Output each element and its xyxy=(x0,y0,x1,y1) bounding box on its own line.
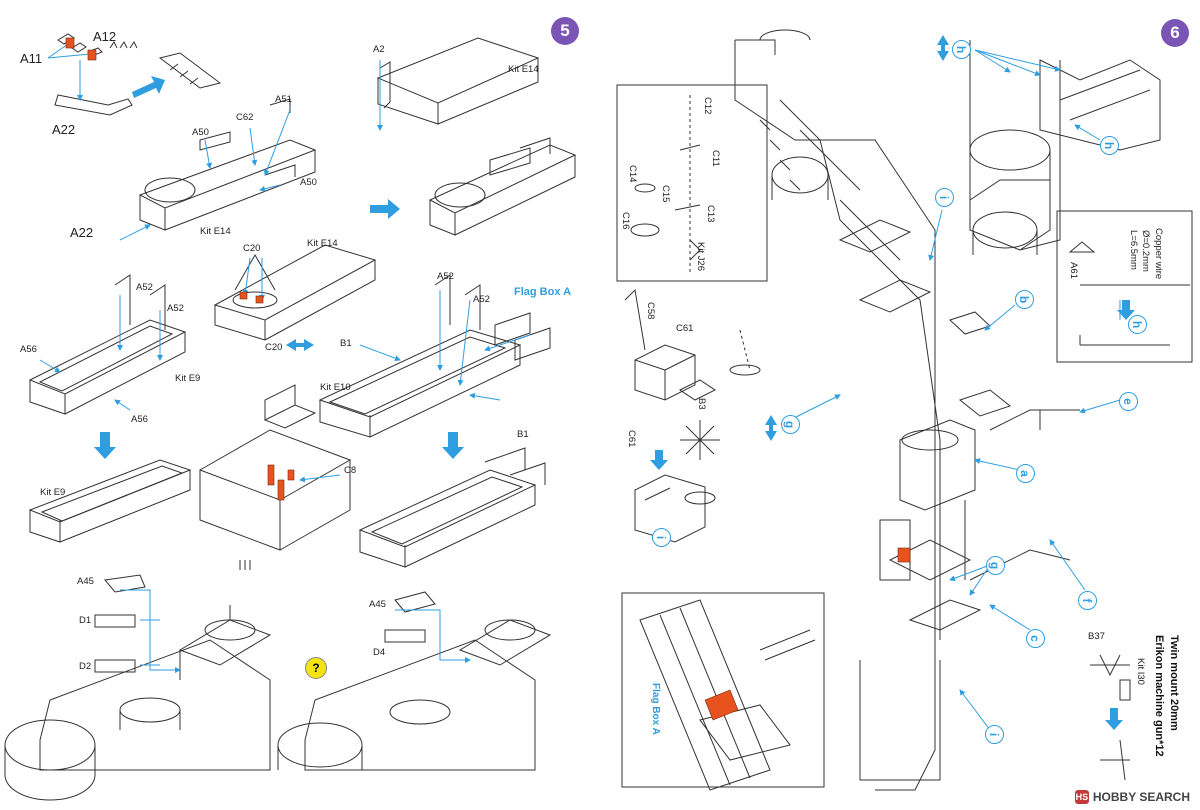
part-label: Kit E10 xyxy=(320,382,351,393)
callout-h: h xyxy=(952,40,971,59)
machine-gun-title-line2: Erikon machine gun*12 xyxy=(1153,635,1165,757)
part-label: C12 xyxy=(702,97,713,115)
callout-i: i xyxy=(985,725,1004,744)
wire-spec-label: L=6.5mm xyxy=(1128,230,1139,270)
flag-box-label: Flag Box A xyxy=(650,683,661,735)
part-label: C11 xyxy=(710,150,721,167)
part-label: C20 xyxy=(265,342,283,353)
part-label: B37 xyxy=(1088,631,1105,642)
part-label: A50 xyxy=(300,177,317,188)
callout-g: g xyxy=(986,556,1005,575)
callout-g: g xyxy=(781,415,800,434)
part-label: Kit E14 xyxy=(508,64,539,75)
part-label: A56 xyxy=(131,414,148,425)
part-label: A52 xyxy=(167,303,184,314)
part-label: A52 xyxy=(473,294,490,305)
part-label: A56 xyxy=(20,344,37,355)
part-label: C61 xyxy=(676,323,694,334)
machine-gun-title: Twin mount 20mm xyxy=(1168,635,1180,731)
wire-spec-label: Ø=0.2mm xyxy=(1140,230,1151,272)
watermark-text: HOBBY SEARCH xyxy=(1092,790,1190,804)
part-label: C8 xyxy=(344,465,357,476)
callout-i: i xyxy=(935,188,954,207)
part-label: D4 xyxy=(373,647,386,658)
machine-gun-title-line1: Twin mount 20mm xyxy=(1168,635,1180,731)
wire-spec-label: Copper wire xyxy=(1153,228,1164,280)
part-label: A45 xyxy=(77,576,94,587)
callout-e: e xyxy=(1119,392,1138,411)
part-label: B1 xyxy=(517,429,529,440)
part-label: A11 xyxy=(20,51,43,66)
part-label: A61 xyxy=(1068,262,1079,279)
part-label: C20 xyxy=(243,243,261,254)
part-label: A22 xyxy=(70,225,94,240)
question-badge: ? xyxy=(305,657,327,679)
part-label: C13 xyxy=(705,205,716,223)
part-label: Kit J26 xyxy=(695,242,706,272)
callout-c: c xyxy=(1026,629,1045,648)
part-label: A52 xyxy=(437,271,454,282)
step-number-badge: 6 xyxy=(1161,19,1189,47)
watermark: HS HOBBY SEARCH xyxy=(1074,790,1190,804)
part-label: A12 xyxy=(93,29,117,44)
callout-b: b xyxy=(1015,290,1034,309)
part-label: C58 xyxy=(645,302,656,320)
part-label: A50 xyxy=(192,127,209,138)
flag-box-label: Flag Box A xyxy=(514,286,572,298)
callout-h: h xyxy=(1100,136,1119,155)
part-label: Kit I30 xyxy=(1135,658,1146,685)
machine-gun-subtitle: Erikon machine gun*12 xyxy=(1153,635,1165,757)
part-label: A2 xyxy=(373,44,385,55)
part-label: A22 xyxy=(52,122,76,137)
callout-f: f xyxy=(1078,591,1097,610)
part-label: Kit E14 xyxy=(200,226,231,237)
part-label: C16 xyxy=(620,212,631,230)
part-label: B1 xyxy=(340,338,352,349)
part-label: Kit E9 xyxy=(175,373,201,384)
step-number-badge: 5 xyxy=(551,17,579,45)
callout-h: h xyxy=(1128,315,1147,334)
part-label: D2 xyxy=(79,661,92,672)
callout-a: a xyxy=(1016,464,1035,483)
callout-i: i xyxy=(652,528,671,547)
part-label: A45 xyxy=(369,599,386,610)
part-label: B3 xyxy=(696,398,707,410)
part-label: C61 xyxy=(626,430,637,448)
part-label: D1 xyxy=(79,615,92,626)
part-label: A52 xyxy=(136,282,153,293)
part-label: C62 xyxy=(236,112,254,123)
part-label: C15 xyxy=(660,185,671,203)
part-label: Kit E9 xyxy=(40,487,66,498)
watermark-mark: HS xyxy=(1074,790,1089,804)
part-label: A51 xyxy=(275,94,292,105)
part-label: C14 xyxy=(627,165,638,183)
part-label: Kit E14 xyxy=(307,238,338,249)
